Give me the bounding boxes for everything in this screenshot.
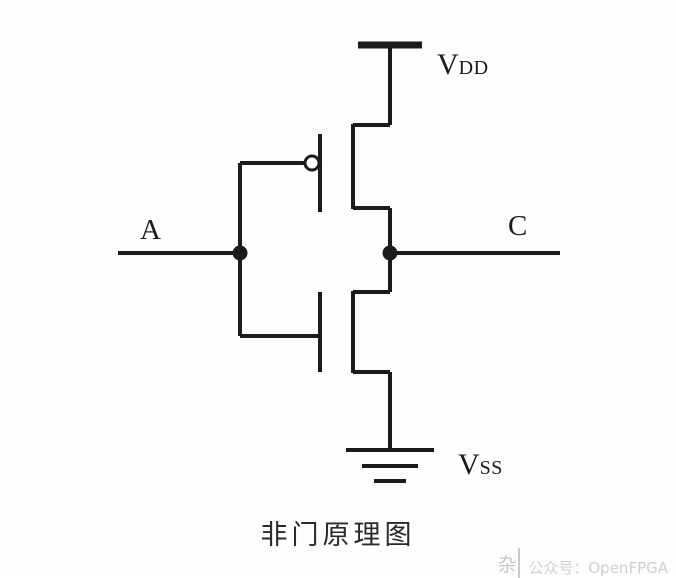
output-label-c: C [508, 210, 528, 242]
output-junction-dot [382, 245, 398, 261]
vdd-label-subscript: DD [458, 57, 489, 79]
watermark: 杂 公众号：OpenFPGA [496, 548, 668, 578]
input-junction-dot [232, 245, 248, 261]
vdd-label-main: V [437, 48, 459, 81]
pmos-inversion-bubble-icon [303, 154, 321, 172]
watermark-logo-icon: 杂 [496, 548, 521, 578]
vss-label: VSS [458, 450, 503, 480]
input-label-a: A [140, 214, 161, 246]
vss-label-subscript: SS [479, 457, 503, 479]
diagram-caption: 非门原理图 [260, 520, 416, 551]
vss-label-main: V [458, 448, 480, 481]
watermark-text: 公众号：OpenFPGA [528, 559, 668, 577]
vdd-label: VDD [437, 50, 489, 80]
